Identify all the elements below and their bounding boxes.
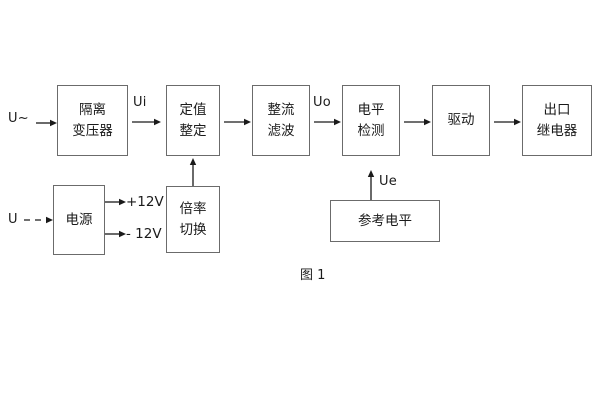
block-line-2: 变压器 [72,123,113,139]
ac-input-label: U~ [8,111,29,126]
block-line-2: 切换 [179,222,207,238]
rail-label-positive: +12V [126,194,164,210]
block-setting-value: 定值 整定 [166,85,220,156]
block-line-1: 定值 [179,101,207,118]
arrow-isolation-transformer-to-setting-value [132,117,162,127]
arrow-setting-value-to-rectify-filter [224,117,252,127]
block-reference-level: 参考电平 [330,200,440,242]
block-line-1: 参考电平 [358,212,412,229]
block-line-2: 整定 [179,123,207,139]
block-line-1: 电平 [357,101,385,118]
block-line-2: 滤波 [267,123,295,139]
arrow-negative-rail [105,229,127,239]
dc-input-label: U [8,212,18,227]
block-line-1: 隔离 [79,101,106,118]
arrow-reference-level-to-level-detect [366,170,376,200]
block-rectify-filter: 整流 滤波 [252,85,310,156]
rail-label-negative: - 12V [126,226,162,242]
block-multiplier-switch: 倍率 切换 [166,186,220,253]
arrow-ac-input-to-isolation-transformer [36,118,58,128]
block-line-2: 继电器 [536,123,578,139]
signal-label-ue: Ue [379,174,397,189]
figure-caption: 图 1 [300,268,326,283]
signal-label-uo: Uo [313,95,331,110]
block-line-1: 电源 [65,211,93,228]
arrow-positive-rail [105,197,127,207]
arrow-dc-input-to-power-supply [24,215,54,225]
block-line-1: 驱动 [447,112,475,129]
arrow-level-detect-to-drive [404,117,432,127]
block-level-detect: 电平 检测 [342,85,400,156]
arrow-rectify-filter-to-level-detect [314,117,342,127]
block-line-2: 检测 [357,123,385,139]
arrow-multiplier-switch-to-setting-value [188,158,198,186]
arrow-drive-to-output-relay [494,117,522,127]
signal-label-ui: Ui [133,95,147,110]
block-power-supply: 电源 [53,185,105,255]
block-line-1: 整流 [267,101,295,118]
block-line-1: 倍率 [179,200,207,217]
block-output-relay: 出口 继电器 [522,85,592,156]
block-drive: 驱动 [432,85,490,156]
block-isolation-transformer: 隔离 变压器 [57,85,128,156]
block-line-1: 出口 [543,101,571,118]
